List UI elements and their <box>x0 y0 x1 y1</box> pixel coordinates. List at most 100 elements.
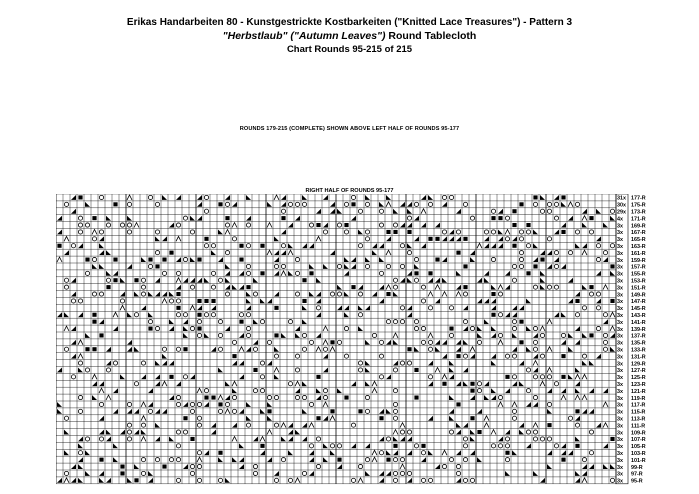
stitch-cell <box>315 305 321 311</box>
stitch-cell <box>365 381 370 387</box>
stitch-cell <box>218 229 223 235</box>
stitch-cell <box>217 319 223 325</box>
stitch-cell <box>245 243 251 249</box>
stitch-cell <box>71 353 76 359</box>
stitch-cell <box>155 408 160 414</box>
stitch-cell <box>225 270 230 276</box>
stitch-cell <box>106 285 111 290</box>
stitch-cell <box>294 477 301 483</box>
stitch-cell <box>155 291 160 297</box>
pattern-name-rest: Round Tablecloth <box>385 30 477 42</box>
round-label: 111-R <box>631 423 645 429</box>
stitch-cell <box>309 457 314 463</box>
repeat-count: 3x <box>617 430 623 436</box>
stitch-cell <box>609 325 616 332</box>
stitch-cell <box>141 374 146 380</box>
stitch-cell <box>113 326 118 331</box>
repeat-count: 3x <box>617 451 623 457</box>
round-label: 141-R <box>631 320 646 326</box>
stitch-cell <box>224 201 230 207</box>
stitch-cell <box>498 236 503 242</box>
repeat-count: 4x <box>617 216 623 222</box>
stitch-cell <box>288 422 293 428</box>
stitch-cell <box>456 270 461 276</box>
stitch-cell <box>99 429 104 435</box>
stitch-cell <box>560 394 567 401</box>
stitch-cell <box>217 408 223 414</box>
stitch-cell <box>407 222 412 228</box>
stitch-cell <box>197 312 202 317</box>
stitch-cell <box>322 395 328 401</box>
stitch-cell <box>582 408 587 414</box>
stitch-cell <box>476 388 482 394</box>
stitch-cell <box>239 457 244 463</box>
stitch-cell <box>176 457 182 463</box>
stitch-cell <box>217 332 223 338</box>
stitch-cell <box>532 359 539 366</box>
stitch-cell <box>603 312 609 318</box>
stitch-cell <box>455 470 461 476</box>
stitch-cell <box>553 201 559 207</box>
repeat-count: 3x <box>617 244 623 250</box>
stitch-cell <box>134 312 140 318</box>
stitch-cell <box>554 195 559 200</box>
stitch-cell <box>113 257 118 262</box>
stitch-cell <box>609 311 616 318</box>
stitch-cell <box>309 271 314 276</box>
stitch-cell <box>386 339 391 345</box>
stitch-cell <box>539 332 545 338</box>
stitch-cell <box>357 367 363 373</box>
stitch-cell <box>392 428 399 435</box>
stitch-cell <box>469 215 475 221</box>
stitch-cell <box>155 236 160 242</box>
stitch-cell <box>358 229 363 235</box>
stitch-cell <box>63 277 69 283</box>
stitch-cell <box>323 443 328 449</box>
repeat-count: 3x <box>617 251 623 257</box>
stitch-cell <box>273 477 279 483</box>
stitch-cell <box>435 222 440 228</box>
stitch-cell <box>392 401 398 407</box>
stitch-cell <box>365 471 370 476</box>
stitch-cell <box>183 326 188 331</box>
stitch-cell <box>505 429 510 435</box>
stitch-cell <box>491 326 496 331</box>
stitch-cell <box>63 235 70 242</box>
stitch-cell <box>148 312 153 318</box>
stitch-cell <box>568 215 573 221</box>
stitch-cell <box>148 291 153 297</box>
stitch-cell <box>553 381 559 387</box>
stitch-cell <box>337 284 342 290</box>
stitch-cell <box>99 229 105 235</box>
stitch-cell <box>589 464 594 469</box>
stitch-cell <box>407 277 412 283</box>
stitch-cell <box>148 477 153 483</box>
round-label: 95-R <box>631 479 643 485</box>
stitch-cell <box>470 381 475 386</box>
stitch-cell <box>196 422 202 428</box>
stitch-cell <box>420 207 427 214</box>
stitch-cell <box>266 395 272 401</box>
stitch-cell <box>610 346 615 352</box>
stitch-cell <box>239 243 244 248</box>
stitch-cell <box>491 312 496 317</box>
stitch-cell <box>210 312 216 318</box>
stitch-cell <box>197 305 202 311</box>
stitch-cell <box>561 443 566 449</box>
stitch-cell <box>420 450 426 456</box>
stitch-cell <box>344 257 349 262</box>
stitch-cell <box>70 374 76 380</box>
stitch-cell <box>392 222 398 228</box>
repeat-count: 3x <box>617 258 623 264</box>
stitch-cell <box>490 208 496 214</box>
stitch-cell <box>351 443 356 449</box>
stitch-cell <box>64 429 69 435</box>
stitch-cell <box>162 270 168 276</box>
stitch-cell <box>519 340 524 345</box>
stitch-cell <box>315 345 322 352</box>
stitch-cell <box>561 354 566 359</box>
stitch-cell <box>435 236 440 241</box>
stitch-cell <box>210 270 216 276</box>
stitch-cell <box>288 243 293 249</box>
stitch-cell <box>442 353 447 359</box>
